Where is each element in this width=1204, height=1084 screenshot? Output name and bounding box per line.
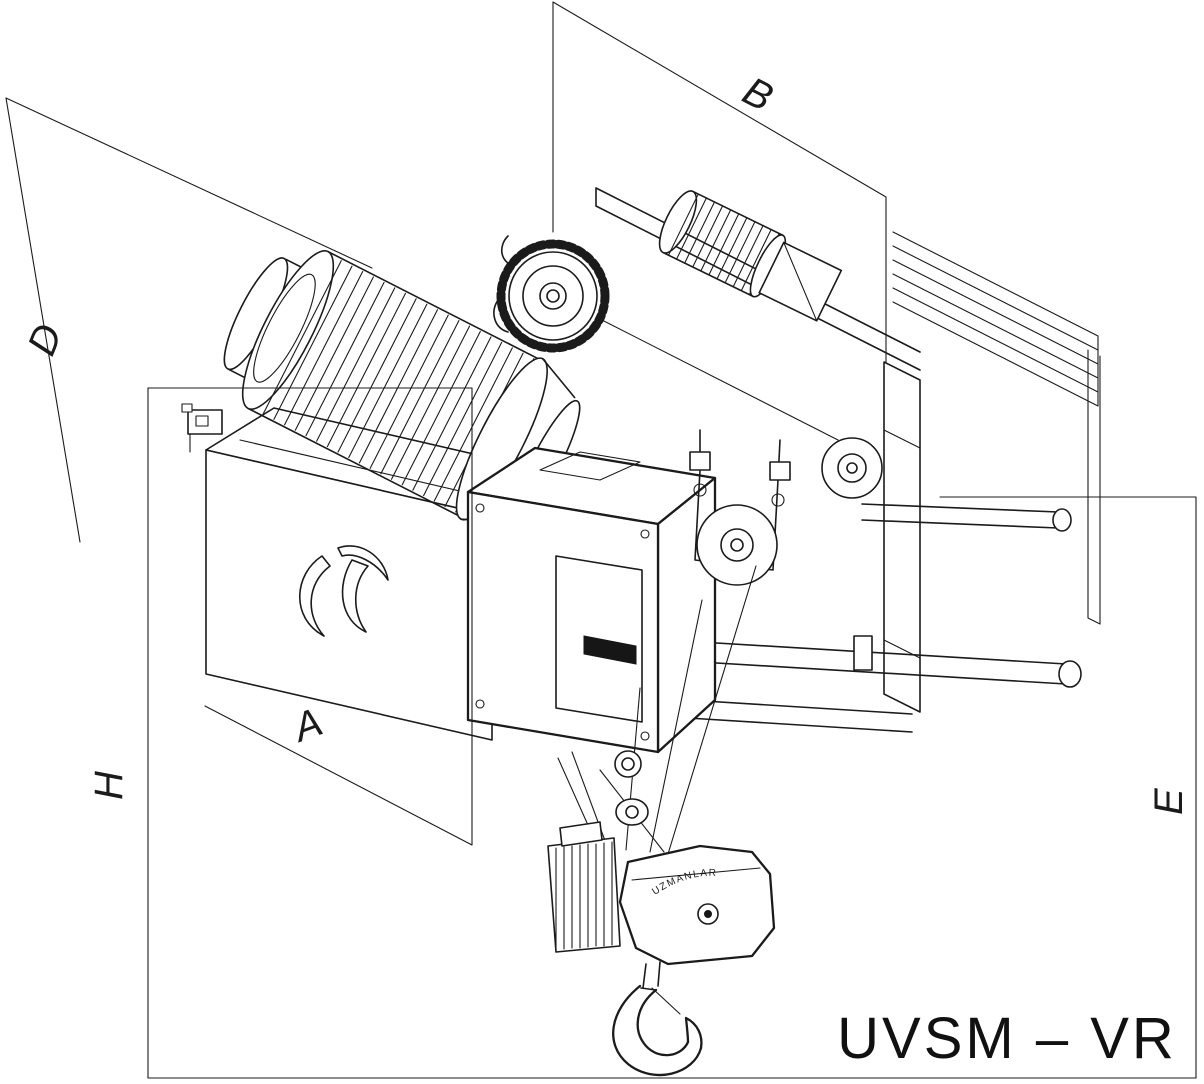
safety-latch — [651, 987, 681, 1015]
trolley-frame — [595, 187, 1101, 733]
brand-logo-swirl — [299, 545, 389, 637]
motor-end-cap — [241, 250, 335, 410]
travel-wheel — [821, 437, 883, 499]
rail-clamp — [181, 403, 223, 453]
gear-bracket — [493, 235, 515, 333]
aux-motor — [658, 190, 843, 322]
nameplate — [583, 635, 637, 665]
drive-gear — [493, 235, 610, 353]
rope-sheave — [696, 504, 778, 586]
side-plate — [883, 349, 1101, 713]
girder-flange-stack — [892, 231, 1099, 407]
dimension-label-d: D — [20, 318, 72, 361]
dim-plane-b — [552, 1, 887, 473]
pulley-cheek-plate — [547, 821, 621, 953]
suspension-rod-lower — [699, 635, 1082, 688]
gearbox-housing — [466, 446, 717, 754]
dim-line-e — [939, 496, 1197, 1079]
motor-fins — [262, 260, 535, 513]
hook — [612, 961, 703, 1077]
aux-motor-fins — [667, 193, 780, 296]
model-label: UVSM – VR — [837, 1006, 1177, 1071]
suspension-rod-upper — [861, 503, 1072, 532]
dim-plane-d — [5, 97, 373, 543]
hook-block: UZMANLAR — [547, 821, 776, 966]
dimension-label-e: E — [1147, 787, 1191, 815]
rope-guide-eyes — [614, 750, 649, 826]
lower-cross-beam — [687, 699, 913, 733]
dim-extent-a — [147, 387, 473, 846]
dimension-label-h: H — [87, 771, 131, 800]
dimension-label-a: A — [286, 700, 328, 751]
